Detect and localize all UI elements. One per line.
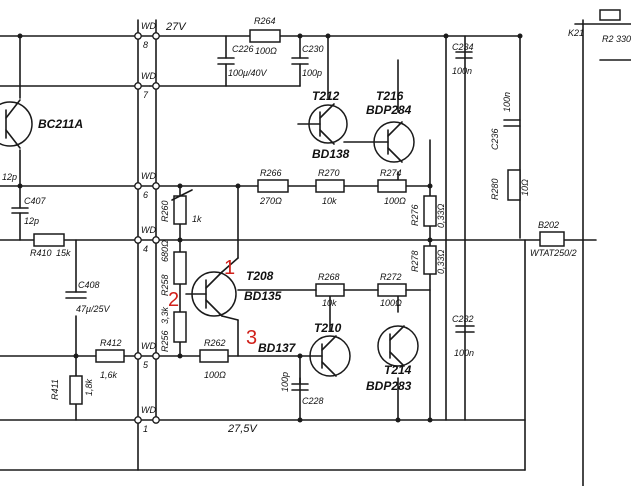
svg-text:BD137: BD137: [258, 341, 297, 355]
rail-label-top: 27V: [165, 21, 187, 33]
svg-text:R264: R264: [254, 16, 276, 26]
pin-1: 1: [143, 424, 148, 434]
svg-text:1,6k: 1,6k: [100, 370, 118, 380]
wd-label-4: WD: [141, 225, 156, 235]
transistor-t208: T208 BD135: [185, 257, 282, 321]
pin-7: 7: [143, 90, 149, 100]
top-components: R264 100Ω C226 100μ/40V C230 100p C234 1…: [217, 16, 530, 201]
svg-text:BD135: BD135: [244, 289, 282, 303]
svg-text:R274: R274: [380, 168, 402, 178]
svg-text:R2: R2: [602, 34, 614, 44]
svg-text:R272: R272: [380, 272, 402, 282]
svg-text:C407: C407: [24, 196, 47, 206]
svg-text:BD138: BD138: [312, 147, 350, 161]
wd-label-8: WD: [141, 21, 156, 31]
svg-text:0,33Ω: 0,33Ω: [436, 203, 446, 228]
svg-text:R276: R276: [410, 204, 420, 226]
svg-text:C232: C232: [452, 314, 474, 324]
wd-label-1: WD: [141, 405, 156, 415]
svg-text:680Ω: 680Ω: [160, 240, 170, 262]
svg-text:T210: T210: [314, 321, 342, 335]
pin-6: 6: [143, 190, 148, 200]
left-components: 12p C407 12p R410 15k C408 47μ/25V R412 …: [2, 172, 125, 405]
svg-text:12p: 12p: [24, 216, 39, 226]
wd-label-7: WD: [141, 71, 156, 81]
pin-8: 8: [143, 40, 148, 50]
svg-text:10Ω: 10Ω: [520, 179, 530, 196]
annotation-2: 2: [168, 289, 179, 311]
transistor-t212: T212 BD138: [297, 89, 350, 161]
connector-wd: WD WD WD WD WD WD 8 7 6 4 5 1: [134, 21, 160, 434]
svg-text:3,3k: 3,3k: [160, 306, 170, 324]
svg-text:100n: 100n: [454, 348, 474, 358]
red-annotations: 1 2 3: [168, 257, 257, 349]
pin-5: 5: [143, 360, 149, 370]
svg-text:BC211A: BC211A: [38, 117, 83, 131]
svg-text:R410: R410: [30, 248, 52, 258]
svg-text:100p: 100p: [302, 68, 322, 78]
svg-text:C228: C228: [302, 396, 324, 406]
svg-text:1,8k: 1,8k: [84, 378, 94, 396]
svg-text:330: 330: [616, 34, 631, 44]
svg-text:K21: K21: [568, 28, 584, 38]
svg-text:100p: 100p: [280, 372, 290, 392]
svg-text:B202: B202: [538, 220, 559, 230]
wd-label-5: WD: [141, 341, 156, 351]
svg-text:100Ω: 100Ω: [380, 298, 402, 308]
transistor-bc211a: BC211A: [0, 99, 83, 149]
svg-text:47μ/25V: 47μ/25V: [76, 304, 110, 314]
svg-text:R270: R270: [318, 168, 340, 178]
svg-text:R262: R262: [204, 338, 226, 348]
annotation-1: 1: [224, 257, 235, 279]
annotation-3: 3: [246, 327, 257, 349]
svg-text:T216: T216: [376, 89, 404, 103]
svg-text:100Ω: 100Ω: [255, 46, 277, 56]
svg-text:C230: C230: [302, 44, 324, 54]
svg-text:T212: T212: [312, 89, 340, 103]
svg-text:C226: C226: [232, 44, 254, 54]
svg-text:BDP284: BDP284: [366, 103, 412, 117]
svg-text:100n: 100n: [502, 92, 512, 112]
svg-text:WTAT250/2: WTAT250/2: [530, 248, 577, 258]
transistor-t216: T216 BDP284: [343, 89, 415, 163]
svg-text:R278: R278: [410, 250, 420, 272]
svg-text:270Ω: 270Ω: [259, 196, 282, 206]
svg-text:R268: R268: [318, 272, 340, 282]
middle-resistors: R266 270Ω R270 10k R274 100Ω R276 0,33Ω …: [160, 168, 475, 406]
svg-text:10k: 10k: [322, 196, 337, 206]
svg-text:100μ/40V: 100μ/40V: [228, 68, 267, 78]
svg-text:100Ω: 100Ω: [384, 196, 406, 206]
svg-text:100n: 100n: [452, 66, 472, 76]
svg-text:100Ω: 100Ω: [204, 370, 226, 380]
cap-label-12p: 12p: [2, 172, 17, 182]
wd-label-6: WD: [141, 171, 156, 181]
svg-text:R258: R258: [160, 274, 170, 296]
rail-label-bottom: 27,5V: [227, 423, 258, 435]
svg-text:R412: R412: [100, 338, 122, 348]
svg-text:BDP283: BDP283: [366, 379, 412, 393]
svg-text:R411: R411: [50, 379, 60, 400]
svg-text:R260: R260: [160, 200, 170, 222]
transistor-t210: T210 BD137: [258, 321, 351, 377]
svg-text:T208: T208: [246, 269, 274, 283]
svg-text:C236: C236: [490, 128, 500, 150]
transistor-t214: T214 BDP283: [366, 325, 419, 393]
svg-text:1k: 1k: [192, 214, 202, 224]
svg-text:R256: R256: [160, 330, 170, 352]
pin-4: 4: [143, 244, 148, 254]
svg-text:C408: C408: [78, 280, 100, 290]
svg-text:0,33Ω: 0,33Ω: [436, 249, 446, 274]
svg-text:C234: C234: [452, 42, 474, 52]
svg-text:15k: 15k: [56, 248, 71, 258]
svg-text:T214: T214: [384, 363, 412, 377]
svg-text:R266: R266: [260, 168, 282, 178]
svg-text:R280: R280: [490, 178, 500, 200]
svg-text:10k: 10k: [322, 298, 337, 308]
right-side: B202 WTAT250/2 K21 R2 330: [530, 9, 631, 258]
